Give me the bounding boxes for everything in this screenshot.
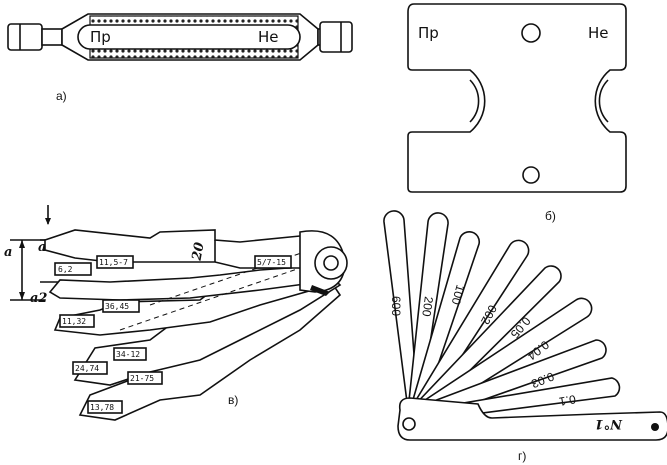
blade-tag: 6,2: [54, 262, 92, 276]
feeler-blade: [408, 339, 607, 421]
svg-text:11,5-7: 11,5-7: [99, 258, 128, 267]
blade-tag: 36,45: [102, 299, 140, 313]
plug-gauge-left-end: [7, 23, 43, 51]
plug-gauge-go-mark: Пр: [90, 28, 111, 46]
dim-a: a: [4, 245, 12, 260]
figure-b-label: б): [545, 209, 556, 223]
template-gauge-set: a a1 a2 20 6,2 11,5-7 5/7-15 11,32 36,45…: [4, 205, 348, 421]
blade-tag: 5/7-15: [254, 255, 292, 269]
feeler-rivet: [651, 423, 659, 431]
feeler-blade: [408, 239, 530, 415]
blade-tag: 34-12: [113, 347, 147, 361]
feeler-holder: [397, 397, 667, 441]
feeler-blade: [408, 231, 481, 413]
blade-tag: 21-75: [127, 371, 163, 385]
feeler-pivot: [402, 417, 416, 431]
plug-gauge-nogo-mark: Не: [258, 28, 279, 46]
feeler-gauge-set: 600 200 100 002 0.05 0.04 0.03 0.1 N°1 г…: [383, 210, 667, 463]
feeler-blade-label: 0.1: [558, 392, 577, 409]
feeler-blade-label: 100: [449, 283, 468, 306]
blade-tag: 11,5-7: [96, 255, 134, 269]
feeler-blade: [407, 212, 449, 411]
svg-text:6,2: 6,2: [58, 265, 73, 274]
blade-tag: 24,74: [72, 361, 108, 375]
feeler-set-number: N°1: [595, 416, 623, 431]
snap-gauge-top-hole: [521, 23, 541, 43]
dim-20: 20: [190, 241, 208, 262]
svg-text:34-12: 34-12: [116, 350, 140, 359]
feeler-blade-label: 600: [389, 296, 403, 316]
blade-tag: 11,32: [59, 314, 95, 328]
plug-gauge-right-end: [319, 21, 353, 53]
figure-g-label: г): [518, 449, 526, 463]
svg-text:36,45: 36,45: [105, 302, 129, 311]
feeler-blade-label: 200: [419, 296, 436, 318]
dim-a2: a2: [30, 291, 47, 306]
svg-text:13,78: 13,78: [90, 403, 114, 412]
feeler-blade: [383, 210, 419, 411]
figure-a-label: а): [56, 89, 67, 103]
snap-gauge-go-mark: Пр: [418, 24, 439, 42]
snap-gauge-nogo-mark: Не: [588, 24, 609, 42]
svg-text:21-75: 21-75: [130, 374, 154, 383]
snap-gauge-body: [407, 3, 627, 193]
plug-gauge: Пр Не а): [7, 13, 353, 103]
pivot-inner: [323, 255, 339, 271]
figure-v-label: в): [228, 393, 238, 407]
svg-text:11,32: 11,32: [62, 317, 86, 326]
snap-gauge-bottom-hole: [522, 166, 540, 184]
gauge-blade: [48, 264, 337, 301]
svg-text:5/7-15: 5/7-15: [257, 258, 286, 267]
plug-gauge-marking-panel: [77, 24, 301, 50]
snap-gauge: Пр Не б): [407, 3, 627, 223]
blade-tag: 13,78: [87, 400, 123, 414]
svg-text:24,74: 24,74: [75, 364, 99, 373]
feeler-blade: [408, 265, 562, 417]
feeler-blade: [408, 297, 593, 419]
